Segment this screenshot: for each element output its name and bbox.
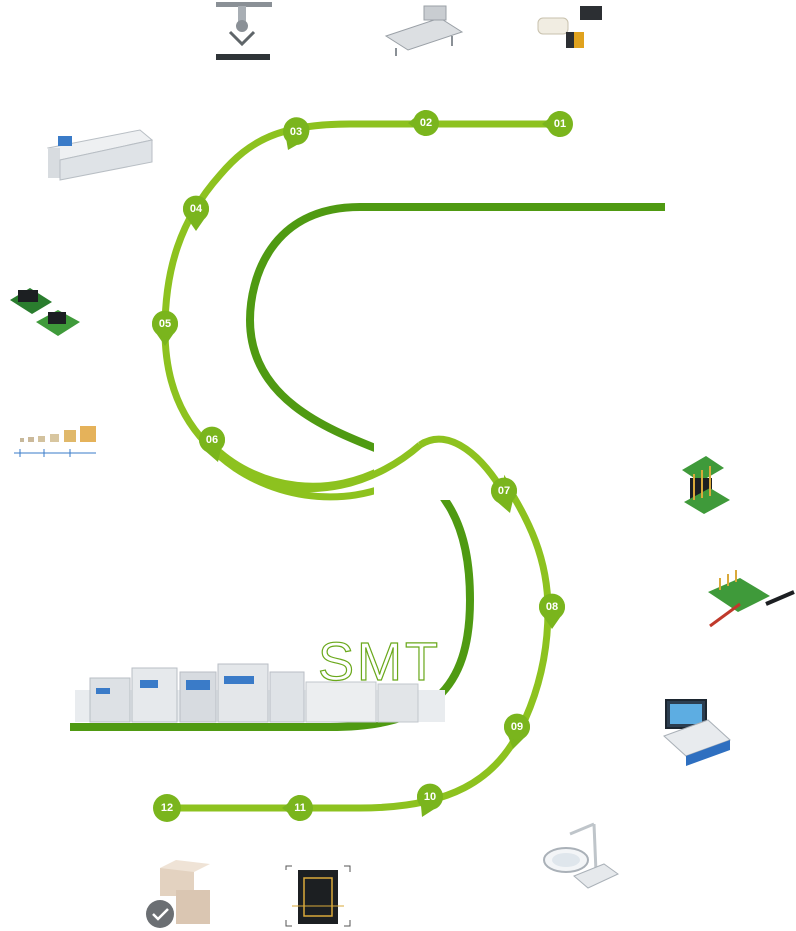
chip-components-icon — [14, 426, 96, 457]
smt-production-line-icon — [75, 663, 445, 723]
step-marker-08[interactable]: 08 — [539, 593, 565, 629]
pin-header-icon — [682, 456, 730, 514]
step-marker-05[interactable]: 05 — [152, 310, 178, 346]
step-marker-07[interactable]: 07 — [491, 477, 517, 513]
reflow-oven-icon — [46, 129, 154, 181]
stencil-frame-icon — [384, 5, 464, 56]
step-label-03: 03 — [290, 126, 302, 138]
step-label-08: 08 — [546, 601, 558, 613]
step-marker-03[interactable]: 03 — [283, 117, 310, 150]
step-label-04: 04 — [190, 203, 203, 215]
step-label-05: 05 — [159, 318, 171, 330]
step-label-07: 07 — [498, 485, 510, 497]
step-label-10: 10 — [424, 791, 436, 803]
ic-socket-adapter-icon — [10, 288, 80, 336]
aoi-inspection-icon — [663, 699, 731, 766]
step-marker-09[interactable]: 09 — [504, 713, 530, 749]
packaging-box-icon — [146, 860, 210, 928]
step-label-12: 12 — [161, 802, 173, 814]
step-marker-01[interactable]: 01 — [542, 111, 573, 137]
step-label-09: 09 — [511, 721, 523, 733]
step-label-06: 06 — [206, 434, 218, 446]
step-marker-06[interactable]: 06 — [199, 426, 225, 462]
step-marker-12[interactable]: 12 — [153, 794, 181, 822]
step-label-11: 11 — [294, 802, 306, 814]
xray-scan-icon — [285, 865, 351, 927]
step-marker-04[interactable]: 04 — [183, 195, 209, 231]
magnifier-lamp-icon — [543, 822, 619, 889]
step-marker-10[interactable]: 10 — [417, 783, 443, 817]
step-label-02: 02 — [420, 117, 432, 129]
step-label-01: 01 — [554, 118, 566, 130]
feeder-clamp-icon — [537, 6, 602, 48]
step-marker-02[interactable]: 02 — [408, 110, 439, 136]
probe-board-icon — [708, 570, 795, 628]
step-marker-11[interactable]: 11 — [282, 795, 313, 821]
pick-place-head-icon — [216, 2, 272, 60]
